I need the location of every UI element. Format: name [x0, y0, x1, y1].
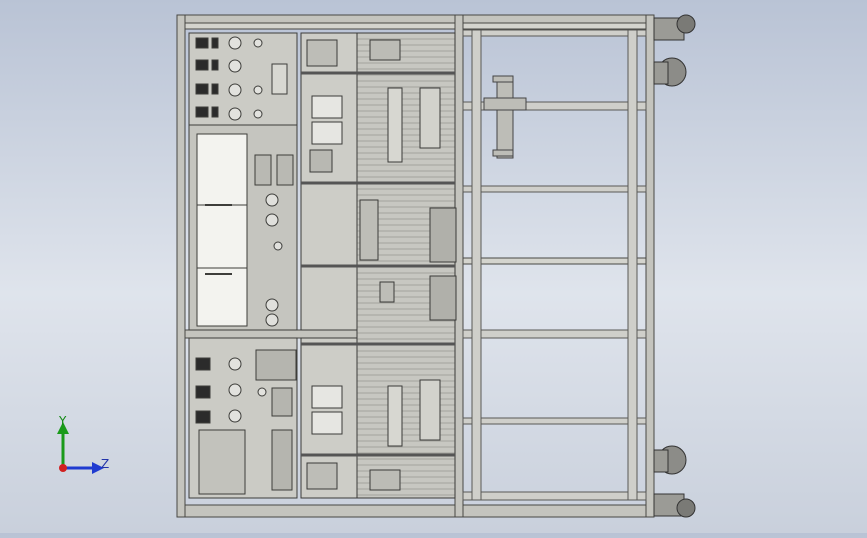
central-mechanism	[300, 32, 457, 499]
y-axis-label: Y	[59, 414, 67, 428]
hanging-bracket	[483, 75, 527, 159]
upper-control-panel	[188, 32, 298, 331]
casters	[653, 14, 696, 518]
right-frame-section	[462, 29, 647, 501]
axis-triad	[48, 410, 118, 480]
z-axis-label: Z	[101, 457, 110, 471]
x-axis-dot	[59, 464, 67, 472]
lower-control-panel	[188, 337, 298, 499]
